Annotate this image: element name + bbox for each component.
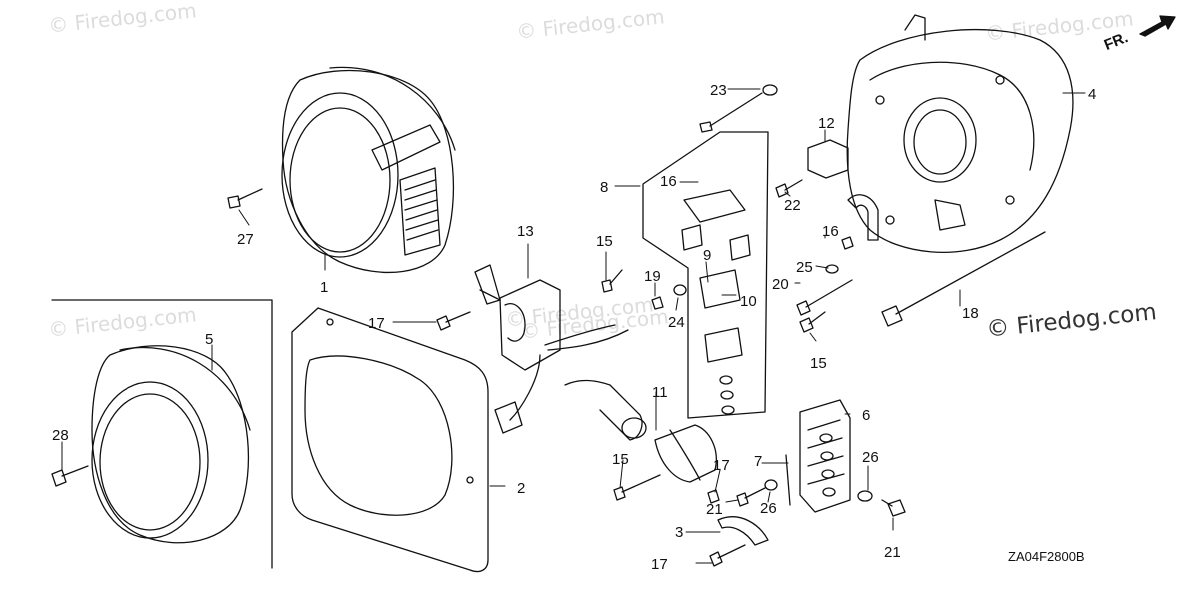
part-11-sleeve [654,424,717,483]
callout-17: 17 [713,457,730,474]
callout-18: 18 [962,305,979,322]
group-bracket [51,299,273,569]
part-17-screw [709,544,746,567]
part-16-screw [841,236,854,250]
part-6-terminal-block [799,399,851,513]
part-25-washer [825,264,839,274]
part-15-screw [799,311,826,333]
callout-17: 17 [368,315,385,332]
part-13-control-unit [474,264,647,441]
callout-26: 26 [760,500,777,517]
callout-23: 23 [710,82,727,99]
callout-12: 12 [818,115,835,132]
callout-4: 4 [1088,86,1096,103]
callout-19: 19 [644,268,661,285]
callout-20: 20 [772,276,789,293]
callout-13: 13 [517,223,534,240]
part-26-washer [857,490,873,502]
part-24-washer [673,284,687,296]
callout-28: 28 [52,427,69,444]
callout-2: 2 [517,480,525,497]
callout-26: 26 [862,449,879,466]
part-20-screw [796,279,853,316]
callout-11: 11 [652,384,668,401]
callout-9: 9 [703,247,711,264]
callout-21: 21 [884,544,901,561]
part-17-screw [436,311,471,331]
part-2-gasket-plate [291,307,489,573]
callout-16: 16 [660,173,677,190]
callout-6: 6 [862,407,870,424]
part-4-housing [846,14,1074,253]
callout-24: 24 [668,314,685,331]
diagram-code: ZA04F2800B [1008,549,1085,564]
part-15-screw [613,474,661,501]
part-28-bolt [51,465,89,487]
part-26-washer [764,479,778,491]
callout-15: 15 [596,233,613,250]
callout-1: 1 [320,279,328,296]
callout-21: 21 [706,501,723,518]
part-21-screw [881,499,906,517]
part-3-clamp [717,516,769,546]
part-22-screw [775,179,803,198]
callout-17: 17 [651,556,668,573]
part-16-clip [847,194,879,241]
callout-27: 27 [237,231,254,248]
part-8-group-box [642,131,769,419]
part-1-fan-cover [281,66,456,274]
front-arrow-icon [1139,15,1176,37]
callout-8: 8 [600,179,608,196]
callout-25: 25 [796,259,813,276]
part-19-screw [651,296,664,310]
part-15-screw [601,269,623,293]
part-5-ring-cover [91,345,251,544]
part-23-bolt [699,92,763,133]
callout-7: 7 [754,453,762,470]
callout-5: 5 [205,331,213,348]
part-12-block [807,139,849,179]
callout-10: 10 [740,293,757,310]
part-27-bolt [227,188,263,209]
callout-15: 15 [810,355,827,372]
part-18-bolt [881,231,1046,327]
callout-16: 16 [822,223,839,240]
part-21-screw [736,487,766,507]
part-17-screw [707,489,720,504]
callout-3: 3 [675,524,683,541]
callout-15: 15 [612,451,629,468]
callout-22: 22 [784,197,801,214]
part-23-washer [762,84,778,96]
